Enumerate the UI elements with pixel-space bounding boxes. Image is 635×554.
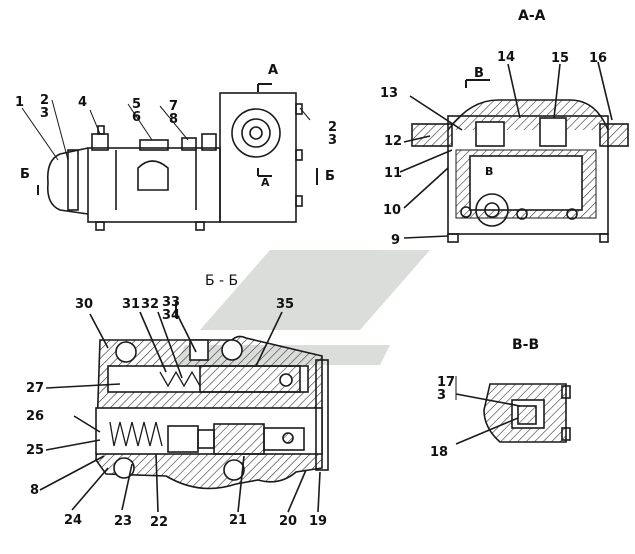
callout-27: 27 xyxy=(26,381,45,396)
callout-1: 1 xyxy=(15,95,25,110)
callout-17: 17 xyxy=(437,375,456,390)
callout-5: 5 xyxy=(132,97,142,112)
section-bb-view xyxy=(39,302,329,513)
section-title-vv: B-B xyxy=(512,337,540,353)
callout-24: 24 xyxy=(64,513,83,528)
callout-2-3-left: 2 3 xyxy=(40,94,49,120)
callout-14: 14 xyxy=(497,50,516,65)
callout-18: 18 xyxy=(430,445,449,460)
callout-20: 20 xyxy=(279,514,298,529)
callout-22: 22 xyxy=(150,515,169,530)
top-left-view xyxy=(21,83,318,231)
callout-15: 15 xyxy=(551,51,570,66)
cut-mark-v-bottom: B xyxy=(485,165,494,178)
callout-12: 12 xyxy=(384,134,403,149)
callout-11: 11 xyxy=(384,166,403,181)
callout-35: 35 xyxy=(276,297,295,312)
callout-33: 33 xyxy=(162,295,181,310)
callout-17-3: 17 3 xyxy=(437,376,455,402)
callout-30: 30 xyxy=(75,297,94,312)
cut-mark-v-top: B xyxy=(474,66,484,81)
callout-7: 7 xyxy=(169,99,179,114)
section-title-aa: A-A xyxy=(518,8,546,24)
callout-4: 4 xyxy=(78,95,88,110)
cut-mark-a-top: A xyxy=(268,63,279,78)
callout-16: 16 xyxy=(589,51,608,66)
cut-mark-b-right: Б xyxy=(325,169,335,184)
callout-19: 19 xyxy=(309,514,328,529)
section-aa-view xyxy=(399,61,629,243)
section-vv-view xyxy=(455,376,571,445)
callout-9: 9 xyxy=(391,233,401,248)
callout-2-3-right: 2 3 xyxy=(328,121,337,147)
callout-7-8: 7 8 xyxy=(169,100,178,126)
callout-6: 6 xyxy=(132,110,142,125)
section-title-bb: Б - Б xyxy=(205,273,239,289)
callout-33-34: 33 34 xyxy=(162,296,180,322)
callout-2: 2 xyxy=(40,93,50,108)
callout-23: 23 xyxy=(114,514,133,529)
callout-5-6: 5 6 xyxy=(132,98,141,124)
cut-mark-a-bottom: A xyxy=(261,176,270,189)
callout-2: 2 xyxy=(328,120,338,135)
callout-8-bottom: 8 xyxy=(30,483,40,498)
callout-26: 26 xyxy=(26,409,45,424)
callout-25: 25 xyxy=(26,443,45,458)
callout-3: 3 xyxy=(437,388,447,403)
callout-3: 3 xyxy=(328,133,338,148)
callout-13: 13 xyxy=(380,86,399,101)
callout-21: 21 xyxy=(229,513,248,528)
callout-34: 34 xyxy=(162,308,181,323)
cut-mark-b-left: Б xyxy=(20,167,30,182)
callout-8: 8 xyxy=(169,112,179,127)
callout-3: 3 xyxy=(40,106,50,121)
callout-31: 31 xyxy=(122,297,141,312)
callout-10: 10 xyxy=(383,203,402,218)
callout-32: 32 xyxy=(141,297,160,312)
